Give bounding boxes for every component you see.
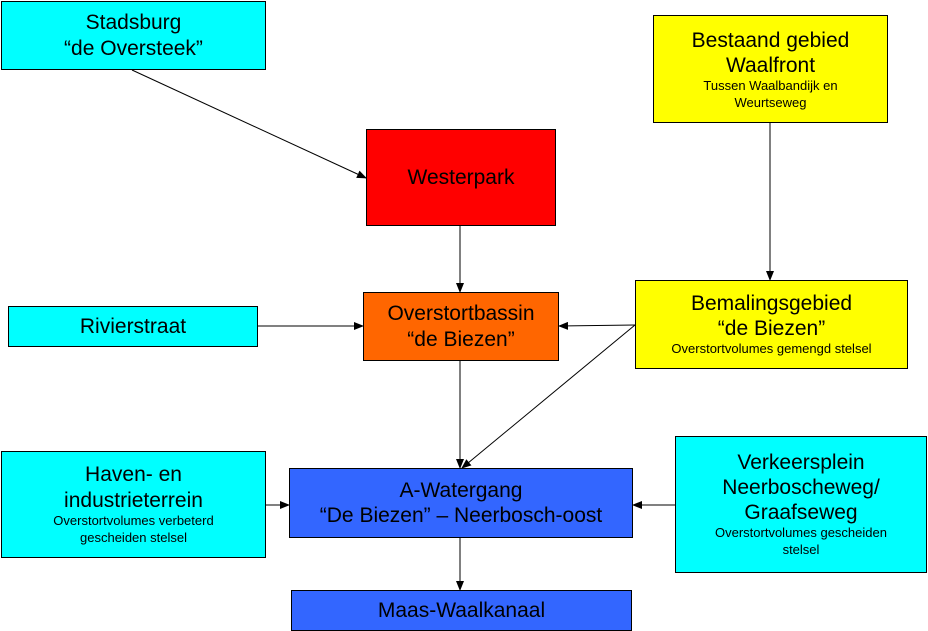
node-bestaand-title: Bestaand gebied [691,28,850,52]
node-overstortbassin-title: Overstortbassin [387,302,535,326]
node-bemalingsgebied-note: Overstortvolumes gemengd stelsel [671,341,872,357]
node-maas-waalkanaal-title: Maas-Waalkanaal [377,598,546,622]
arrow-bemalingsgebied-to-awatergang [461,324,636,469]
node-bemalingsgebied-subtitle: “de Biezen” [717,317,826,341]
node-a-watergang-title: A-Watergang [399,478,523,502]
node-verkeersplein-subtitle-1: Neerboscheweg/ [722,476,880,500]
node-bestaand-gebied: Bestaand gebied Waalfront Tussen Waalban… [653,15,888,123]
node-overstortbassin: Overstortbassin “de Biezen” [363,292,559,361]
node-westerpark: Westerpark [366,129,556,226]
node-verkeersplein-note-1: Overstortvolumes gescheiden [715,525,887,541]
node-bestaand-subtitle: Waalfront [725,54,816,78]
arrow-bemalingsgebied-to-overstortbassin [558,321,636,330]
node-westerpark-title: Westerpark [407,165,515,189]
node-haven-subtitle: industrieterrein [64,488,203,512]
node-bestaand-note-1: Tussen Waalbandijk en [703,78,838,94]
node-verkeersplein-title: Verkeersplein [737,450,865,474]
node-verkeersplein-note-2: stelsel [782,542,820,558]
node-rivierstraat: Rivierstraat [8,306,258,347]
node-bemalingsgebied: Bemalingsgebied “de Biezen” Overstortvol… [635,280,908,369]
node-verkeersplein-subtitle-2: Graafseweg [744,501,858,525]
node-maas-waalkanaal: Maas-Waalkanaal [291,590,632,631]
node-rivierstraat-title: Rivierstraat [79,314,187,338]
node-a-watergang: A-Watergang “De Biezen” – Neerbosch-oost [289,468,633,538]
node-bestaand-note-2: Weurtseweg [734,95,807,111]
node-bemalingsgebied-title: Bemalingsgebied [690,291,853,315]
node-haven-industrieterrein: Haven- en industrieterrein Overstortvolu… [1,451,266,558]
node-haven-title: Haven- en [85,463,182,487]
node-haven-note-1: Overstortvolumes verbeterd [53,512,214,528]
node-verkeersplein: Verkeersplein Neerboscheweg/ Graafseweg … [675,436,927,573]
node-haven-note-2: gescheiden stelsel [80,529,187,545]
node-a-watergang-subtitle: “De Biezen” – Neerbosch-oost [319,504,603,527]
node-stadsburg: Stadsburg “de Oversteek” [1,1,266,70]
node-overstortbassin-subtitle: “de Biezen” [407,327,515,351]
node-stadsburg-title: Stadsburg [85,11,182,35]
arrow-stadsburg-to-westerpark [131,69,367,179]
node-stadsburg-subtitle: “de Oversteek” [64,36,203,60]
